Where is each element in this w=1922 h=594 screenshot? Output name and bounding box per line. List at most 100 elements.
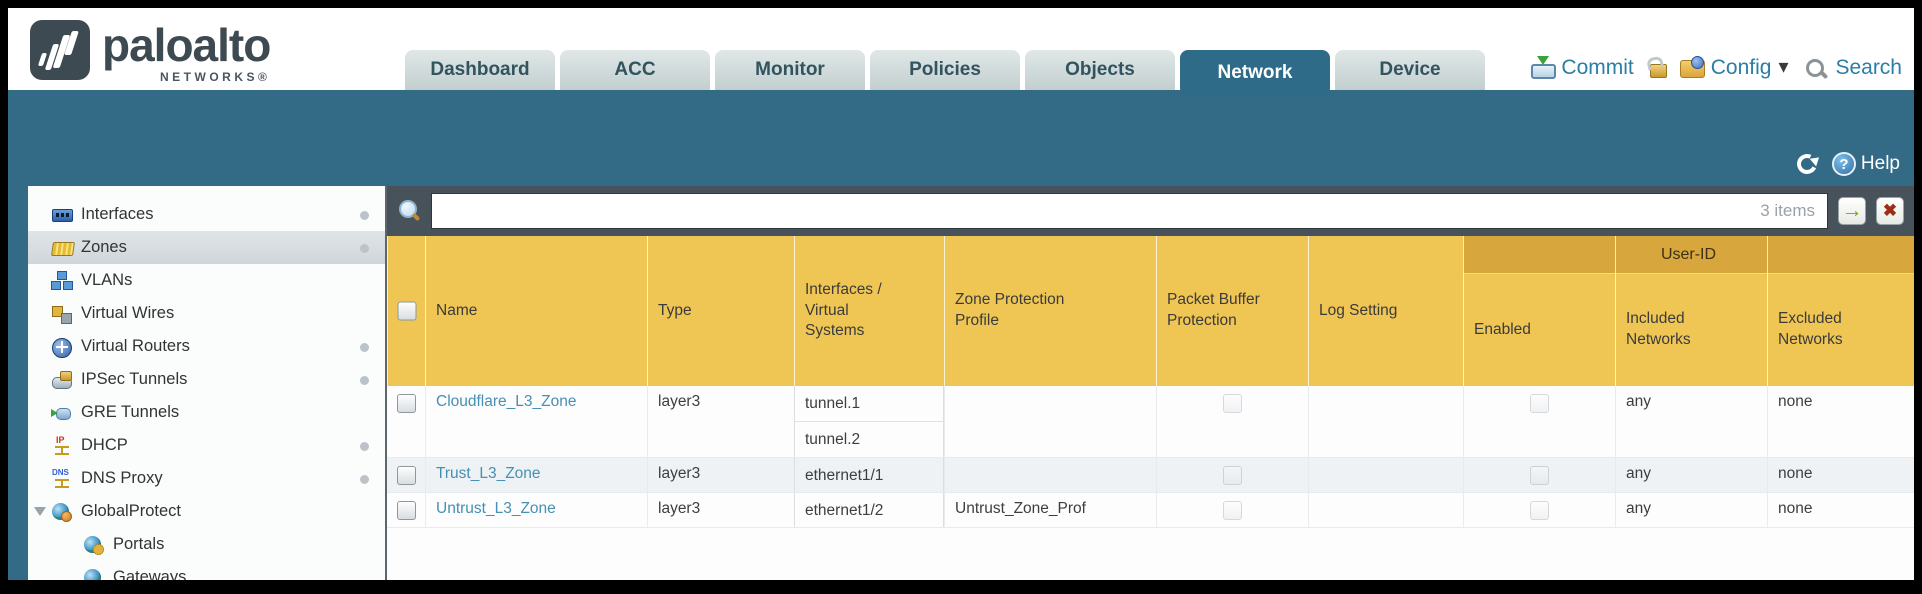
sidebar-item-virtual-routers[interactable]: Virtual Routers <box>28 330 385 363</box>
tab-objects[interactable]: Objects <box>1025 50 1175 90</box>
lock-icon[interactable] <box>1646 56 1668 80</box>
search-label: Search <box>1835 56 1902 79</box>
zones-content: 3 items User-ID Name Type Interfaces / V… <box>385 186 1914 580</box>
user-id-group-header: User-ID <box>1463 236 1914 274</box>
header-zone-protection-profile[interactable]: Zone Protection Profile <box>944 236 1156 386</box>
zone-name-link[interactable]: Trust_L3_Zone <box>436 465 541 482</box>
row-checkbox[interactable] <box>396 501 416 520</box>
zone-type: layer3 <box>647 458 794 492</box>
tab-device[interactable]: Device <box>1335 50 1485 90</box>
tab-dashboard[interactable]: Dashboard <box>405 50 555 90</box>
sidebar-item-label: Gateways <box>113 568 187 580</box>
left-accent-strip <box>8 90 28 580</box>
header-log-setting[interactable]: Log Setting <box>1308 236 1463 386</box>
sidebar-item-label: GRE Tunnels <box>81 403 180 421</box>
header-type[interactable]: Type <box>647 236 794 386</box>
sidebar-item-globalprotect[interactable]: GlobalProtect <box>28 495 385 528</box>
sidebar-item-label: Zones <box>81 238 127 256</box>
log-setting <box>1308 458 1463 492</box>
header-excluded-networks[interactable]: Excluded Networks <box>1767 236 1914 386</box>
header-enabled[interactable]: Enabled <box>1463 236 1615 386</box>
zone-type: layer3 <box>647 386 794 457</box>
tab-acc[interactable]: ACC <box>560 50 710 90</box>
tab-policies[interactable]: Policies <box>870 50 1020 90</box>
excluded-networks: none <box>1767 493 1914 527</box>
sidebar-item-label: GlobalProtect <box>81 502 181 520</box>
excluded-networks: none <box>1767 386 1914 457</box>
zone-name-link[interactable]: Untrust_L3_Zone <box>436 500 556 517</box>
log-setting <box>1308 386 1463 457</box>
sidebar-item-interfaces[interactable]: Interfaces <box>28 198 385 231</box>
table-row: Untrust_L3_Zone layer3 ethernet1/2 Untru… <box>387 493 1914 528</box>
tab-network[interactable]: Network <box>1180 50 1330 96</box>
refresh-icon[interactable] <box>1796 153 1818 175</box>
sidebar-item-label: Virtual Wires <box>81 304 175 322</box>
sidebar-item-dhcp[interactable]: DHCP <box>28 429 385 462</box>
dhcp-icon <box>52 435 72 456</box>
header-interfaces-virtual-systems[interactable]: Interfaces / Virtual Systems <box>794 236 944 386</box>
select-all-checkbox[interactable] <box>397 301 416 321</box>
sidebar-item-zones[interactable]: Zones <box>28 231 385 264</box>
gre-tunnels-icon <box>51 403 72 423</box>
sidebar-item-gre-tunnels[interactable]: GRE Tunnels <box>28 396 385 429</box>
global-search-button[interactable]: Search <box>1804 56 1902 80</box>
filter-bar: 3 items <box>387 186 1914 236</box>
zone-interfaces: ethernet1/2 <box>794 493 944 527</box>
interface-entry: tunnel.2 <box>795 422 943 457</box>
sidebar-item-dns-proxy[interactable]: DNS Proxy <box>28 462 385 495</box>
header-name[interactable]: Name <box>425 236 647 386</box>
chevron-down-icon <box>1778 54 1792 79</box>
gateways-icon <box>84 568 104 580</box>
virtual-routers-icon <box>52 337 72 358</box>
sidebar-item-label: Interfaces <box>81 205 154 223</box>
brand-subtitle: NETWORKS® <box>160 70 271 84</box>
user-id-enabled-checkbox[interactable] <box>1530 394 1549 413</box>
tab-monitor[interactable]: Monitor <box>715 50 865 90</box>
included-networks: any <box>1615 458 1767 492</box>
expander-triangle-icon[interactable] <box>34 507 46 516</box>
apply-filter-button[interactable] <box>1838 197 1866 225</box>
included-networks: any <box>1615 386 1767 457</box>
table-body: Cloudflare_L3_Zone layer3 tunnel.1 tunne… <box>387 386 1914 528</box>
table-row: Cloudflare_L3_Zone layer3 tunnel.1 tunne… <box>387 386 1914 458</box>
zone-interfaces: tunnel.1 tunnel.2 <box>794 386 944 457</box>
zone-name-link[interactable]: Cloudflare_L3_Zone <box>436 393 577 410</box>
zone-interfaces: ethernet1/1 <box>794 458 944 492</box>
table-header: User-ID Name Type Interfaces / Virtual S… <box>387 236 1914 386</box>
vlans-icon <box>52 271 72 291</box>
commit-icon <box>1530 56 1557 80</box>
clear-filter-button[interactable] <box>1876 197 1904 225</box>
sidebar-item-ipsec-tunnels[interactable]: IPSec Tunnels <box>28 363 385 396</box>
user-id-enabled-checkbox[interactable] <box>1530 501 1549 520</box>
sidebar-item-vlans[interactable]: VLANs <box>28 264 385 297</box>
filter-input[interactable] <box>444 194 1761 228</box>
header-select-all-cell <box>387 236 425 386</box>
packet-buffer-checkbox[interactable] <box>1223 394 1242 413</box>
header-packet-buffer-protection[interactable]: Packet Buffer Protection <box>1156 236 1308 386</box>
ipsec-tunnels-icon <box>52 370 72 390</box>
paloalto-logo: paloalto NETWORKS® <box>30 16 271 84</box>
help-button[interactable]: Help <box>1831 152 1900 176</box>
sidebar-item-portals[interactable]: Portals <box>28 528 385 561</box>
user-id-enabled-checkbox[interactable] <box>1530 466 1549 485</box>
zones-icon <box>52 238 72 258</box>
sidebar-item-gateways[interactable]: Gateways <box>28 561 385 580</box>
main-nav-tabs: Dashboard ACC Monitor Policies Objects N… <box>405 50 1485 96</box>
log-setting <box>1308 493 1463 527</box>
status-dot <box>360 210 369 220</box>
packet-buffer-checkbox[interactable] <box>1223 501 1242 520</box>
status-dot <box>360 474 369 484</box>
row-checkbox[interactable] <box>396 394 416 413</box>
packet-buffer-checkbox[interactable] <box>1223 466 1242 485</box>
items-count: 3 items <box>1760 201 1815 220</box>
help-label: Help <box>1860 153 1900 174</box>
config-menu-button[interactable]: Config <box>1679 54 1793 80</box>
help-icon <box>1831 152 1856 176</box>
utility-bar: Commit Config Search <box>1530 54 1902 80</box>
network-sidebar: Interfaces Zones VLANs Virtual Wires Vir… <box>28 186 385 580</box>
zone-protection-profile: Untrust_Zone_Prof <box>944 493 1156 527</box>
row-checkbox[interactable] <box>396 466 416 485</box>
header-included-networks[interactable]: Included Networks <box>1615 236 1767 386</box>
sidebar-item-virtual-wires[interactable]: Virtual Wires <box>28 297 385 330</box>
commit-button[interactable]: Commit <box>1530 56 1634 80</box>
